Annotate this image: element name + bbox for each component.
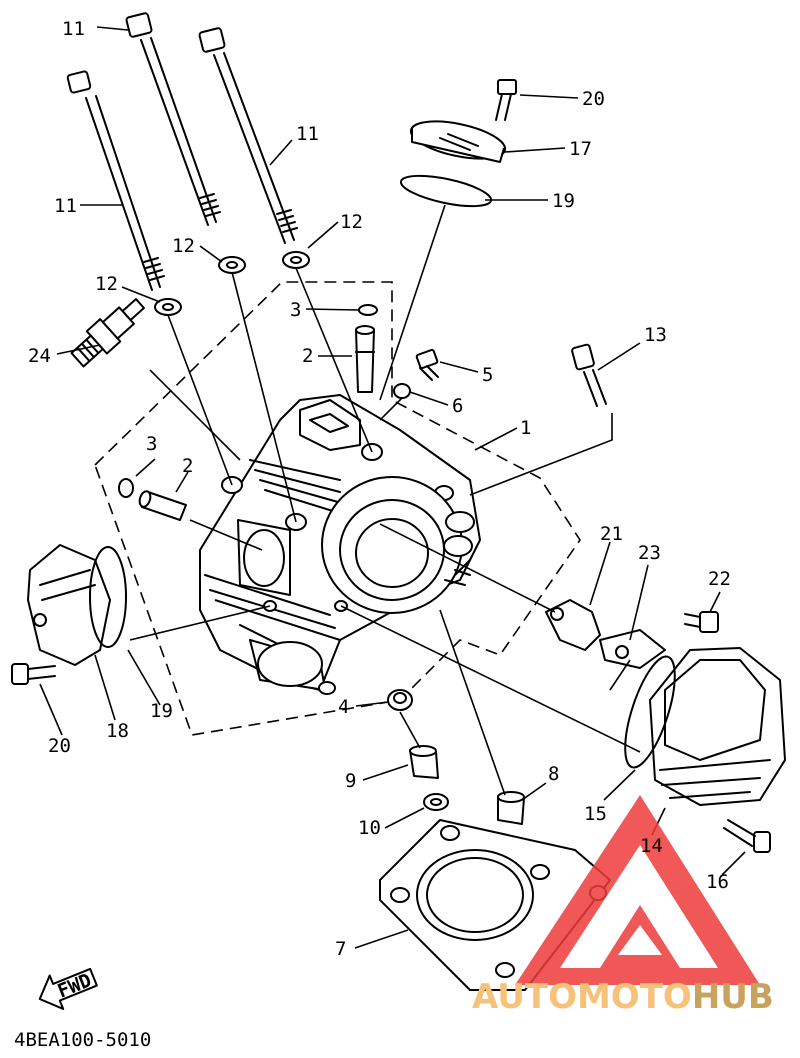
screw-20-left [11,663,56,685]
callout-7: 7 [335,938,346,960]
dowel-pin-8 [497,791,525,825]
circlip-upper [358,304,378,316]
callout-20: 20 [48,735,71,757]
o-ring-19-top [399,174,493,208]
callout-20: 20 [582,88,605,110]
washer-6 [393,383,411,399]
tappet-cover-17 [409,120,507,163]
callout-19: 19 [552,190,575,212]
callout-12: 12 [340,211,363,233]
watermark-triangle-mark [515,795,760,985]
screw-20-top [495,79,517,121]
callout-22: 22 [708,568,731,590]
callout-14: 14 [640,835,663,857]
bolt-16 [723,819,771,853]
callout-19: 19 [150,700,173,722]
callout-10: 10 [358,817,381,839]
callout-8: 8 [548,763,559,785]
bolt-13 [571,343,607,407]
callout-18: 18 [106,720,129,742]
cylinder-head-bolt-right [198,27,298,244]
valve-guide-upper [355,325,375,393]
callout-12: 12 [95,273,118,295]
circlip-lower [118,478,134,498]
o-ring-15 [624,655,676,769]
dowel-pin-9 [409,745,439,779]
callout-11: 11 [296,123,319,145]
callout-17: 17 [569,138,592,160]
assembly-boundary [94,281,581,736]
callout-5: 5 [482,364,493,386]
callout-13: 13 [644,324,667,346]
decompression-part-21 [545,599,601,651]
callout-11: 11 [54,195,77,217]
cylinder-head [199,394,481,695]
spark-plug [70,298,145,368]
callout-labels: 11 11 11 20 17 19 12 12 12 3 2 5 6 13 24… [28,18,731,960]
o-ring-19-left [89,546,127,648]
valve-guide-lower [138,490,187,521]
bolt-5 [415,348,439,381]
callout-24: 24 [28,345,51,367]
cylinder-head-bolt-middle [125,12,221,226]
decompression-part-23 [599,629,666,669]
forward-arrow-icon: FWD [38,967,98,1010]
callout-3: 3 [146,433,157,455]
callout-23: 23 [638,542,661,564]
callout-12: 12 [172,235,195,257]
diagram-code: 4BEA100-5010 [14,1029,151,1051]
cylinder-head-bolt-left [66,70,165,291]
callout-16: 16 [706,871,729,893]
callout-1: 1 [520,417,531,439]
callout-15: 15 [584,803,607,825]
callout-21: 21 [600,523,623,545]
leader-lines [39,26,746,949]
watermark-text: AUTOMOTOHUB [472,977,774,1017]
callout-4: 4 [338,696,349,718]
callout-3: 3 [290,299,301,321]
side-cover-14 [649,647,786,806]
callout-11: 11 [62,18,85,40]
callout-6: 6 [452,395,463,417]
bolt-22 [684,611,719,633]
side-cover-18 [27,544,111,666]
callout-2: 2 [182,455,193,477]
callout-9: 9 [345,770,356,792]
automotohub-watermark [515,795,760,985]
callout-2: 2 [302,345,313,367]
